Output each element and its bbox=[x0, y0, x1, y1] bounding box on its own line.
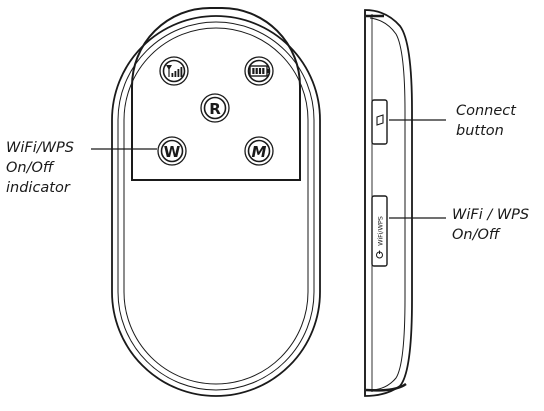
wifi-wps-side-label: WiFi/WPS bbox=[377, 216, 385, 246]
side-inner-profile bbox=[369, 17, 406, 391]
wifi-indicator-callout-line1: WiFi/WPS bbox=[6, 140, 74, 156]
message-letter: M bbox=[252, 143, 267, 161]
signal-button bbox=[159, 56, 189, 86]
wifi-letter: W bbox=[164, 143, 181, 161]
battery-icon bbox=[249, 65, 269, 77]
wifi-onoff-callout-line2: On/Off bbox=[452, 227, 500, 243]
device-lower-panel bbox=[123, 27, 309, 385]
device-inner-bezel bbox=[117, 21, 315, 391]
wifi-wps-side-button: WiFi/WPS bbox=[371, 195, 388, 267]
wifi-button: W bbox=[157, 136, 187, 166]
roaming-letter: R bbox=[209, 100, 221, 118]
leader-lines bbox=[91, 119, 446, 219]
connect-callout-line1: Connect bbox=[456, 103, 516, 119]
connect-callout-line2: button bbox=[456, 123, 504, 139]
battery-button bbox=[244, 56, 274, 86]
connect-button bbox=[371, 99, 388, 145]
side-outer-profile bbox=[364, 9, 413, 397]
connect-button-callout: Connect button bbox=[456, 101, 516, 141]
wifi-onoff-callout: WiFi / WPS On/Off bbox=[452, 205, 529, 245]
wifi-indicator-callout-line3: indicator bbox=[6, 180, 70, 196]
device-front-view bbox=[111, 7, 321, 397]
wifi-onoff-callout-line1: WiFi / WPS bbox=[452, 207, 530, 223]
signal-bars-icon bbox=[166, 65, 183, 77]
device-side-view bbox=[364, 9, 413, 397]
roaming-button: R bbox=[200, 93, 230, 123]
connect-icon bbox=[376, 114, 384, 126]
side-bottom-cap bbox=[365, 382, 407, 392]
message-button: M bbox=[244, 136, 274, 166]
indicator-panel bbox=[131, 7, 301, 181]
wifi-indicator-callout: WiFi/WPS On/Off indicator bbox=[6, 138, 74, 198]
wifi-indicator-callout-line2: On/Off bbox=[6, 160, 54, 176]
device-outer-shell bbox=[111, 15, 321, 397]
